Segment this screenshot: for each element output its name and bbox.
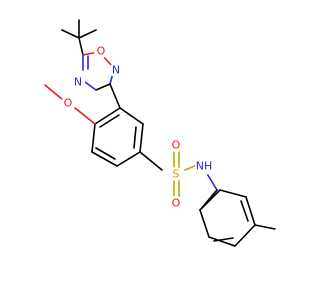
oxadiazole-ring: [82, 51, 114, 91]
atom-n-upper-label: N: [74, 76, 82, 89]
atom-nh-amide-label: NH: [196, 160, 213, 173]
atom-o-sulfonyl-top: O: [169, 138, 183, 152]
atom-o-methoxy-label: O: [64, 97, 73, 110]
atom-n-lower-label: N: [112, 64, 120, 77]
atom-o-sulfonyl-top-label: O: [172, 139, 181, 152]
molecule-structure: N O N O S O O NH: [44, 19, 276, 247]
benzyl-ring: [199, 189, 276, 247]
atom-o-sulfonyl-bottom: O: [169, 196, 183, 210]
atom-o-sulfonyl-bottom-label: O: [172, 197, 181, 210]
atom-nh-amide: NH: [195, 157, 213, 175]
tert-butyl-group: [61, 19, 97, 56]
atom-s-sulfonyl: S: [169, 167, 183, 181]
atom-o-ring-label: O: [97, 45, 106, 58]
atom-o-methoxy: O: [61, 96, 75, 110]
oxadiazole-to-benzene-bond: [109, 83, 121, 109]
atom-n-upper: N: [71, 75, 85, 89]
central-benzene-ring: [91, 107, 144, 167]
methoxy-group: [44, 84, 96, 125]
atom-n-lower: N: [109, 63, 123, 77]
atom-s-sulfonyl-label: S: [173, 168, 180, 181]
atom-o-ring: O: [94, 44, 108, 58]
sulfonamide-group: [139, 147, 218, 199]
